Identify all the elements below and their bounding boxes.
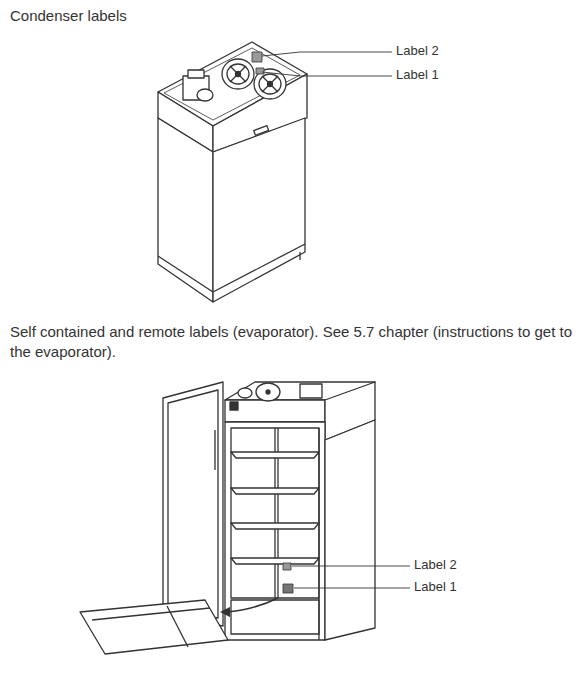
callout-label: Label 1 bbox=[396, 67, 516, 84]
callout-label: Label 2 bbox=[396, 43, 516, 60]
leader-line bbox=[292, 566, 410, 588]
callout-label: Label 2 bbox=[414, 557, 534, 574]
section-heading: Self contained and remote labels (evapor… bbox=[10, 322, 578, 361]
section-heading: Condenser labels bbox=[10, 6, 310, 26]
leader-line bbox=[262, 52, 392, 76]
callout-label: Label 1 bbox=[414, 579, 534, 596]
bottom-cabinet bbox=[80, 382, 375, 654]
top-cabinet bbox=[158, 42, 307, 302]
